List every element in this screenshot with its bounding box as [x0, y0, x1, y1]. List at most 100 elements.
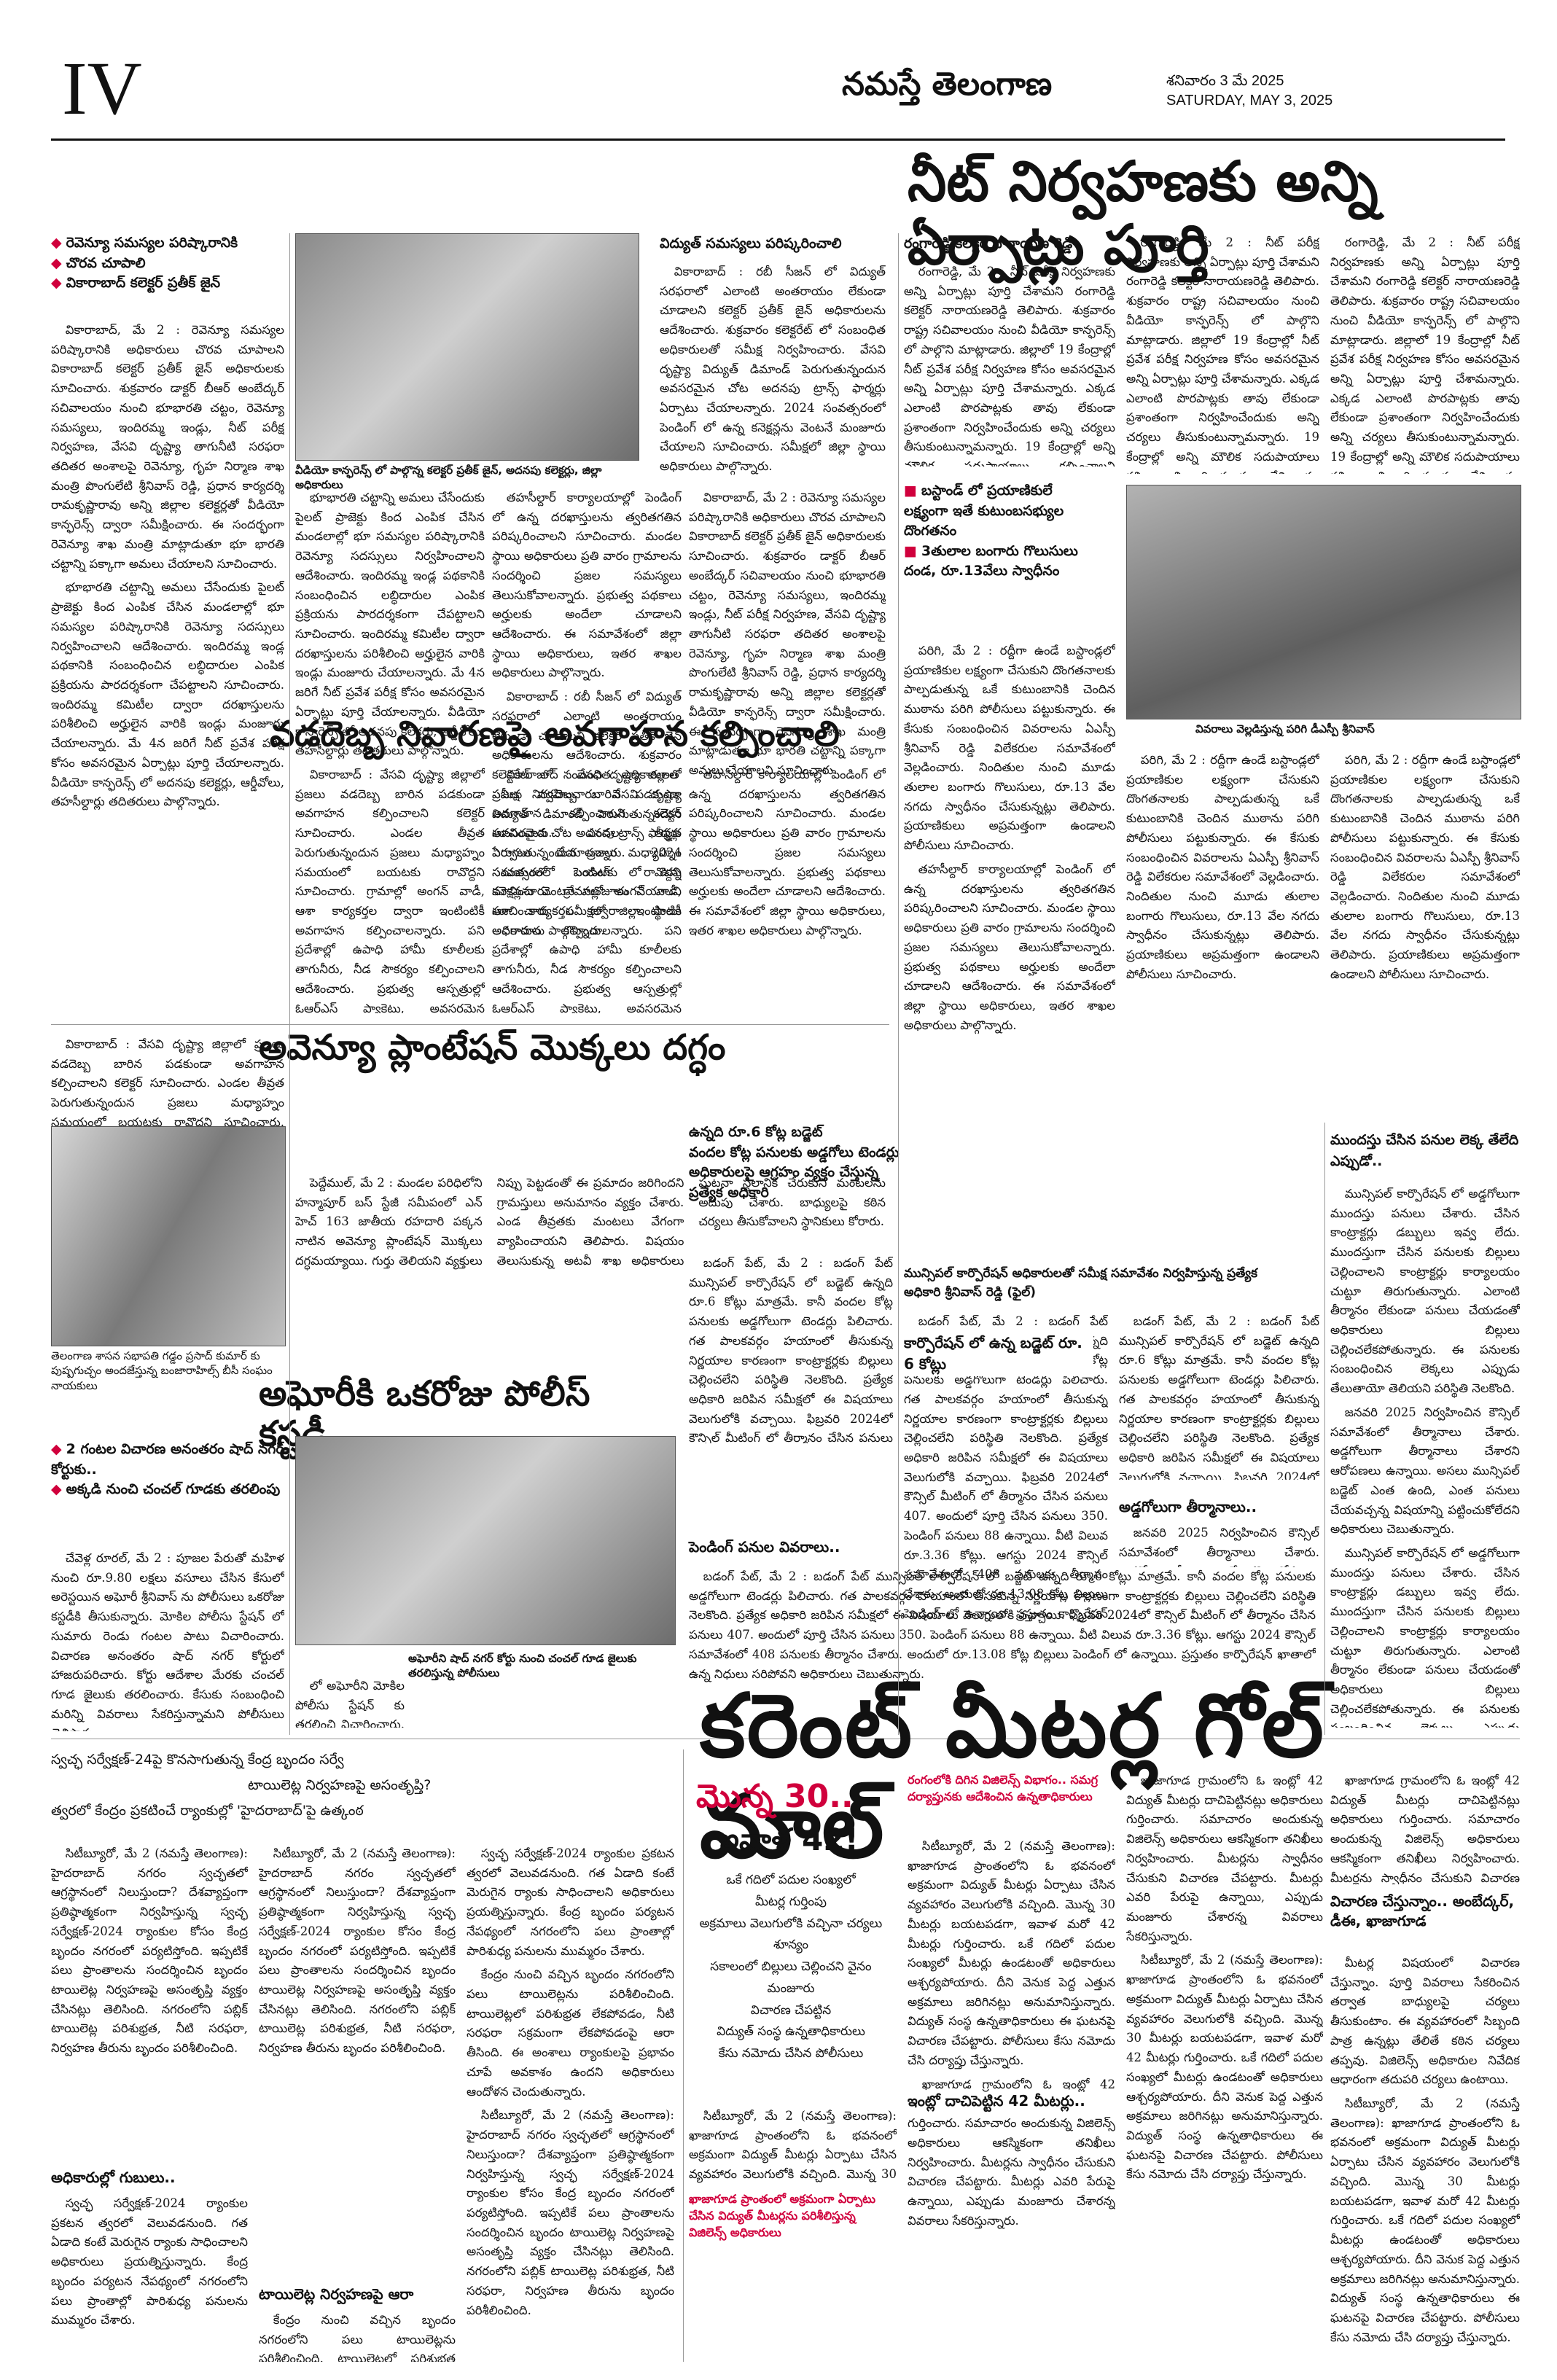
story8-body-col1: సిటీబ్యూరో, మే 2 (నమస్తే తెలంగాణ): ఖాజాగ… [689, 2109, 897, 2187]
story8-kicker-line: మీటర్ల గుర్తింపు [754, 1894, 827, 1909]
bullet-icon: ■ [904, 483, 917, 499]
photo-video-conference [295, 233, 639, 461]
story6-headline: అఘోరీకి ఒకరోజు పోలీస్ కస్టడీ [259, 1373, 590, 1455]
story2-body-col4: తహసీల్దార్ కార్యాలయాల్లో పెండింగ్ లో ఉన్… [689, 768, 886, 937]
story7-sub2: టాయిలెట్ల నిర్వహణపై ఆరా [259, 2285, 414, 2303]
story4-body2: జనవరి 2025 నిర్వహించిన కౌన్సిల్ సమావేశంల… [1119, 1526, 1319, 1567]
story7-body2: స్వచ్ఛ సర్వేక్షణ్-2024 ర్యాంకుల ప్రకటన త… [51, 2196, 248, 2328]
story4-kicker: మున్సిపల్ కార్పొరేషన్ అధికారులతో సమీక్ష … [904, 1266, 1257, 1300]
theft-bullet: దొంగతనం [904, 523, 957, 539]
left-brief-bullets: ◆రెవెన్యూ సమస్యల పరిష్కారానికి ◆చొరవ చూప… [51, 233, 284, 294]
middle-body-col3: వికారాబాద్, మే 2 : రెవెన్యూ సమస్యల పరిష్… [689, 491, 886, 778]
column-rule [289, 233, 290, 1735]
story4-bullet: వందల కోట్ల పనులకు అడ్డగోలు టెండర్లు [689, 1144, 900, 1160]
story4-pending-body: బడంగ్ పేట్, మే 2 : బడంగ్ పేట్ మున్సిపల్ … [689, 1569, 1316, 1681]
story7-kicker1: స్వచ్ఛ సర్వేక్షణ్-24పై కొనసాగుతున్న కేంద… [51, 1752, 344, 1768]
story1-body-col1: రంగారెడ్డి, మే 2 : నీట్ పరీక్ష నిర్వహణకు… [904, 265, 1115, 467]
page-number: IV [62, 47, 142, 130]
story7-body-col1: సిటీబ్యూరో, మే 2 (నమస్తే తెలంగాణ): హైదరా… [51, 1846, 248, 2056]
middle-body-col1: భూభారతి చట్టాన్ని అమలు చేసేందుకు పైలట్ ప… [295, 491, 485, 758]
story8-kicker-line: విచారణ చేపట్టిన [750, 2002, 832, 2018]
story6-photo-caption: అఘోరీని షాద్ నగర్ కోర్టు నుంచి చంచల్ గూడ… [408, 1652, 637, 1680]
story8-kicker-line: కేసు నమోదు చేసిన పోలీసులు [718, 2046, 864, 2061]
bullet-icon: ◆ [51, 1441, 62, 1457]
story1-kicker: రంగారెడ్డి కలెక్టర్ నారాయణ రెడ్డి [904, 235, 1073, 251]
theft-bullets: ■బస్టాండ్ లో ప్రయాణికులే లక్ష్యంగా ఇతే క… [904, 481, 1115, 582]
story8-red-number: మొన్న 30.. [696, 1778, 854, 1815]
story2-body-col3: వికారాబాద్ : వేసవి దృష్ట్యా జిల్లాలో ప్ర… [492, 768, 682, 1013]
story6-bullets: ◆2 గంటల విచారణ అనంతరం షాద్ నగర్ కోర్టుకు… [51, 1440, 284, 1500]
column-rule [1324, 1123, 1325, 1735]
story4-bullet: అధికారులపై ఆగ్రహం వ్యక్తం చేస్తున్న ప్రత… [689, 1164, 878, 1201]
story8-body-col4: ఖాజాగూడ గ్రామంలోని ఓ ఇంట్లో 42 విద్యుత్ … [1330, 1774, 1520, 1884]
left-brief-bullet: ◆వికారాబాద్ కలెక్టర్ ప్రతీక్ జైన్ [51, 275, 221, 292]
story8-kicker-line: సకాలంలో బిల్లులు చెల్లించని వైనం [710, 1959, 872, 1974]
story7-kicker2: టాయిలెట్ల నిర్వహణపై అసంతృప్తి? [248, 1777, 432, 1793]
date-english: SATURDAY, MAY 3, 2025 [1166, 93, 1333, 109]
theft-bullet: ■బస్టాండ్ లో ప్రయాణికులే [904, 483, 1053, 499]
left-brief-bullet: ◆చొరవ చూపాలి [51, 254, 146, 271]
story3-photo-caption: తెలంగాణ శాసన సభాపతి గడ్డం ప్రసాద్ కుమార్… [51, 1349, 273, 1392]
power-brief-body: వికారాబాద్ : రబీ సీజన్ లో విద్యుత్ సరఫరా… [660, 265, 886, 474]
story8-number2: ఇవాళ 42! [718, 1822, 859, 1857]
story8-sub: ఇంట్లో దాచిపెట్టిన 42 మీటర్లు.. [908, 2092, 1115, 2113]
theft-body-col3: పరిగి, మే 2 : రద్దీగా ఉండే బస్టాండ్లలో ప… [1330, 753, 1520, 981]
story7-body-col3: స్వచ్ఛ సర్వేక్షణ్-2024 ర్యాంకుల ప్రకటన త… [467, 1846, 674, 2317]
header-rule [51, 138, 1505, 141]
bullet-icon: ■ [904, 542, 917, 559]
bullet-icon: ◆ [51, 275, 62, 292]
theft-caption: వివరాలు వెల్లడిస్తున్న పరిగి డీఎస్పీ శ్ర… [1195, 722, 1375, 736]
power-brief-kicker: విద్యుత్ సమస్యలు పరిష్కరించాలి [660, 235, 842, 251]
story4-bullets: ఉన్నది రూ.6 కోట్ల బడ్జెట్ వందల కోట్ల పను… [689, 1123, 900, 1203]
story4-bullet: ఉన్నది రూ.6 కోట్ల బడ్జెట్ [689, 1124, 823, 1140]
theft-body-col2: పరిగి, మే 2 : రద్దీగా ఉండే బస్టాండ్లలో ప… [1126, 753, 1319, 981]
story8-headline: కరెంట్ మీటర్ల గోల్ మాల్ [700, 1676, 1325, 1878]
story8-kicker-line: విద్యుత్ సంస్థ ఉన్నతాధికారులు [717, 2024, 865, 2040]
dateline: శనివారం 3 మే 2025 SATURDAY, MAY 3, 2025 [1166, 71, 1332, 111]
story5-kicker: ముందస్తు చేసిన పనుల లెక్క తేలేది ఎప్పుడో… [1330, 1132, 1519, 1169]
story6-body-col2: లో అఘోరీని మోకిల పోలీసు స్టేషన్ కు తరలిం… [295, 1679, 405, 1728]
bullet-icon: ◆ [51, 235, 62, 251]
story8-kicker-line: ఒకే గదిలో పదుల సంఖ్యలో [726, 1873, 856, 1887]
story2-headline: వడదెబ్బ నివారణపై అవగాహన కల్పించాలి [270, 714, 840, 754]
theft-body-col1: పరిగి, మే 2 : రద్దీగా ఉండే బస్టాండ్లలో ప… [904, 644, 1115, 1032]
story8-red-bullet: ఖాజాగూడ ప్రాంతంలో అక్రమంగా ఏర్పాటు చేసిన… [689, 2192, 875, 2240]
story7-sub: అధికారుల్లో గుబులు.. [51, 2169, 176, 2186]
column-rule [898, 233, 899, 1735]
story1-body-col3: రంగారెడ్డి, మే 2 : నీట్ పరీక్ష నిర్వహణకు… [1330, 235, 1520, 474]
section-divider [51, 1024, 889, 1025]
story6-bullet: ◆అక్కడి నుంచి చంచల్ గూడకు తరలింపు [51, 1481, 281, 1498]
story1-body-col2: రంగారెడ్డి, మే 2 : నీట్ పరీక్ష నిర్వహణకు… [1126, 235, 1319, 474]
story7-body-col2: సిటీబ్యూరో, మే 2 (నమస్తే తెలంగాణ): హైదరా… [259, 1846, 456, 2056]
story8-kicker-lines: ఒకే గదిలో పదుల సంఖ్యలో మీటర్ల గుర్తింపు … [689, 1870, 893, 2065]
photo-theft-briefing [1126, 485, 1521, 719]
left-brief-bullet: ◆రెవెన్యూ సమస్యల పరిష్కారానికి [51, 235, 238, 251]
story4-sub3: అడ్డగోలుగా తీర్మానాలు.. [1119, 1498, 1257, 1515]
story7-kicker3: త్వరలో కేంద్రం ప్రకటించే ర్యాంకుల్లో 'హై… [51, 1803, 364, 1819]
middle-body-col2: తహసీల్దార్ కార్యాలయాల్లో పెండింగ్ లో ఉన్… [492, 491, 682, 937]
photo-speaker-felicitation [51, 1126, 286, 1346]
column-rule [683, 1749, 684, 2362]
story7-body3: కేంద్రం నుంచి వచ్చిన బృందం నగరంలోని పలు … [259, 2313, 456, 2362]
date-telugu: శనివారం 3 మే 2025 [1166, 73, 1284, 89]
theft-bullet: దండ, రూ.13వేలు స్వాధీనం [904, 563, 1060, 580]
bullet-icon: ◆ [51, 1481, 62, 1498]
story8-body-col2: సిటీబ్యూరో, మే 2 (నమస్తే తెలంగాణ): ఖాజాగ… [908, 1839, 1115, 2228]
story8-body-col5: మీటర్ల విషయంలో విచారణ చేస్తున్నాం. పూర్త… [1330, 1956, 1520, 2344]
story8-kicker-line: మంజూరు [767, 1981, 815, 1996]
story4-sub1: కార్పొరేషన్ లో ఉన్న బడ్జెట్ రూ. 6 కోట్లు [904, 1334, 1093, 1376]
story3-headline: అవెన్యూ ప్లాంటేషన్ మొక్కలు దగ్ధం [259, 1027, 726, 1068]
story4-body-col3: బడంగ్ పేట్, మే 2 : బడంగ్ పేట్ మున్సిపల్ … [1119, 1314, 1319, 1480]
photo1-caption: వీడియో కాన్ఫరెన్స్ లో పాల్గొన్న కలెక్టర్… [295, 464, 602, 492]
story2-body-col2: వికారాబాద్ : వేసవి దృష్ట్యా జిల్లాలో ప్ర… [295, 768, 485, 1013]
theft-bullet: లక్ష్యంగా ఇతే కుటుంబసభ్యుల [904, 502, 1064, 519]
story8-kicker-line: అక్రమాలు వెలుగులోకి వచ్చినా చర్యలు శూన్య… [699, 1916, 883, 1953]
story4-body-col1: బడంగ్ పేట్, మే 2 : బడంగ్ పేట్ మున్సిపల్ … [689, 1256, 893, 1443]
story5-body: మున్సిపల్ కార్పొరేషన్ లో అడ్డగోలుగా ముంద… [1330, 1187, 1520, 1728]
left-brief-body: వికారాబాద్, మే 2 : రెవెన్యూ సమస్యల పరిష్… [51, 323, 284, 809]
photo-aghori-custody [295, 1436, 676, 1645]
story8-sub2: విచారణ చేస్తున్నాం.. అంబేద్కర్, డీఈ, ఖాజ… [1330, 1892, 1515, 1930]
story8-red-intro: రంగంలోకి దిగిన విజిలెన్స్ విభాగం.. సమగ్ర… [908, 1773, 1099, 1804]
masthead: నమస్తే తెలంగాణ [842, 66, 1053, 103]
story4-sub2: పెండింగ్ పనుల వివరాలు.. [689, 1538, 840, 1556]
